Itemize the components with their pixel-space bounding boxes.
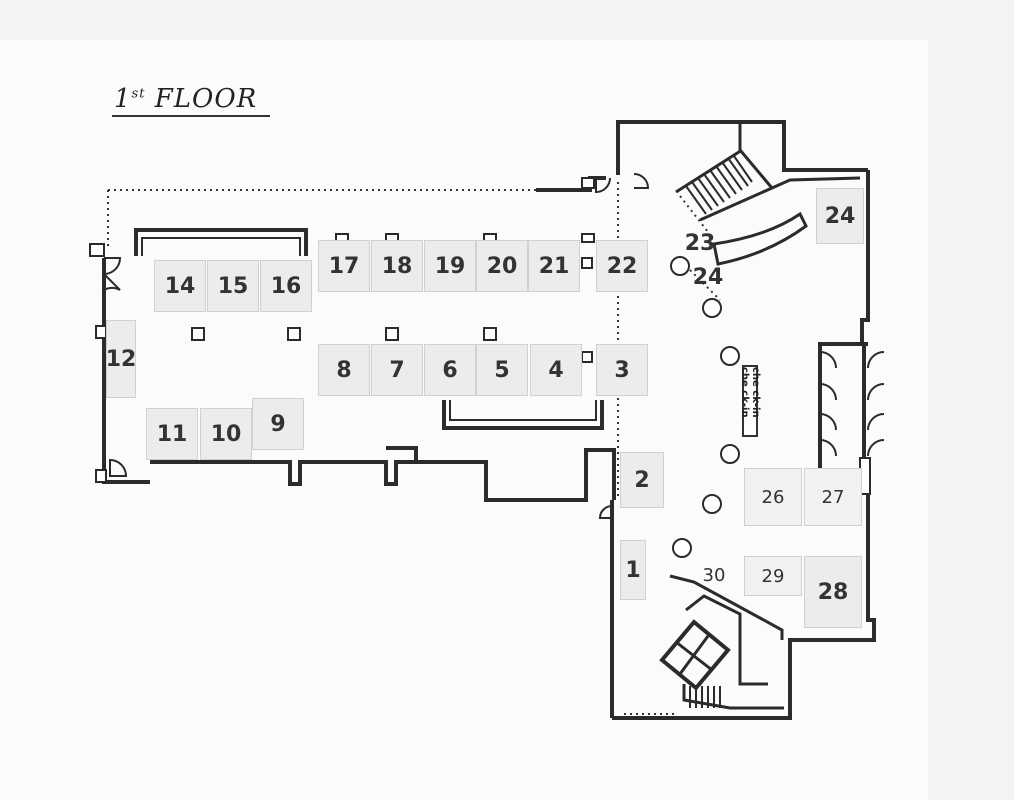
round-column [672,538,692,558]
booth-9[interactable]: 9 [252,398,304,450]
booth-21[interactable]: 21 [528,240,580,292]
booth-14[interactable]: 14 [154,260,206,312]
booth-19[interactable]: 19 [424,240,476,292]
stair-tread [733,155,753,183]
pillar [95,325,107,339]
elevator [659,619,731,691]
door [598,505,613,519]
stair-tread [691,181,713,211]
stage-rail [449,400,597,421]
round-column [720,346,740,366]
stair-tread [715,165,737,195]
stair-tread [727,157,749,187]
booth-26[interactable]: 26 [744,468,802,526]
booth-24-stair[interactable]: 24 [692,264,724,290]
wall [738,124,774,189]
booth-24[interactable]: 24 [816,188,864,244]
wall [675,148,743,194]
booth-28[interactable]: 28 [804,556,862,628]
booth-12[interactable]: 12 [106,320,136,398]
wall [682,684,784,710]
wall [616,120,868,175]
door [109,458,128,477]
round-column [702,298,722,318]
round-column [702,494,722,514]
booth-23[interactable]: 23 [684,230,716,256]
booth-11[interactable]: 11 [146,408,198,460]
booth-18[interactable]: 18 [371,240,423,292]
stage-rail [141,237,301,256]
pillar [89,243,105,257]
stage-rail [134,228,308,256]
stair-tread [703,173,725,203]
counter [712,211,808,266]
wall [669,574,784,640]
booth-10[interactable]: 10 [200,408,252,460]
stage-rail [442,400,604,430]
stair-tread [709,169,731,199]
booth-1[interactable]: 1 [620,540,646,600]
door [867,413,885,431]
door [819,439,837,457]
booth-30[interactable]: 30 [702,564,726,586]
wall [150,448,616,502]
pillar [581,177,595,189]
booth-22[interactable]: 22 [596,240,648,292]
door [819,413,837,431]
floor-title: 1st FLOOR [114,84,258,114]
title-underline [112,115,270,117]
pillar [385,327,399,341]
wall [685,594,768,686]
door [867,439,885,457]
wall [818,342,866,472]
stair-tread [721,161,743,191]
elevator-x [678,635,710,675]
pillar [191,327,205,341]
round-column [670,256,690,276]
door [819,383,837,401]
door [819,351,837,369]
pillar [581,257,593,269]
pillar [287,327,301,341]
door [867,383,885,401]
booth-17[interactable]: 17 [318,240,370,292]
dotted-boundary [679,195,709,233]
booth-15[interactable]: 15 [207,260,259,312]
round-column [720,444,740,464]
pillar [95,469,107,483]
booth-4[interactable]: 4 [530,344,582,396]
booth-16[interactable]: 16 [260,260,312,312]
stair-tread [697,177,719,207]
dotted-boundary [689,269,721,301]
booth-27[interactable]: 27 [804,468,862,526]
booth-20[interactable]: 20 [476,240,528,292]
wall [699,176,861,222]
booth-6[interactable]: 6 [424,344,476,396]
door [103,257,122,275]
stair-tread [685,185,707,215]
door [103,273,121,291]
booth-2[interactable]: 2 [620,452,664,508]
pillar [483,327,497,341]
door [867,351,885,369]
booth-3[interactable]: 3 [596,344,648,396]
door [633,173,650,189]
wall [386,446,418,462]
pillar [581,351,593,363]
wall [612,470,876,720]
booth-5[interactable]: 5 [476,344,528,396]
pillar [581,233,595,243]
door [595,177,611,194]
booth-8[interactable]: 8 [318,344,370,396]
booth-7[interactable]: 7 [371,344,423,396]
booth-29[interactable]: 29 [744,556,802,596]
checkin-desk: che ck-in che ck-in [739,365,761,437]
